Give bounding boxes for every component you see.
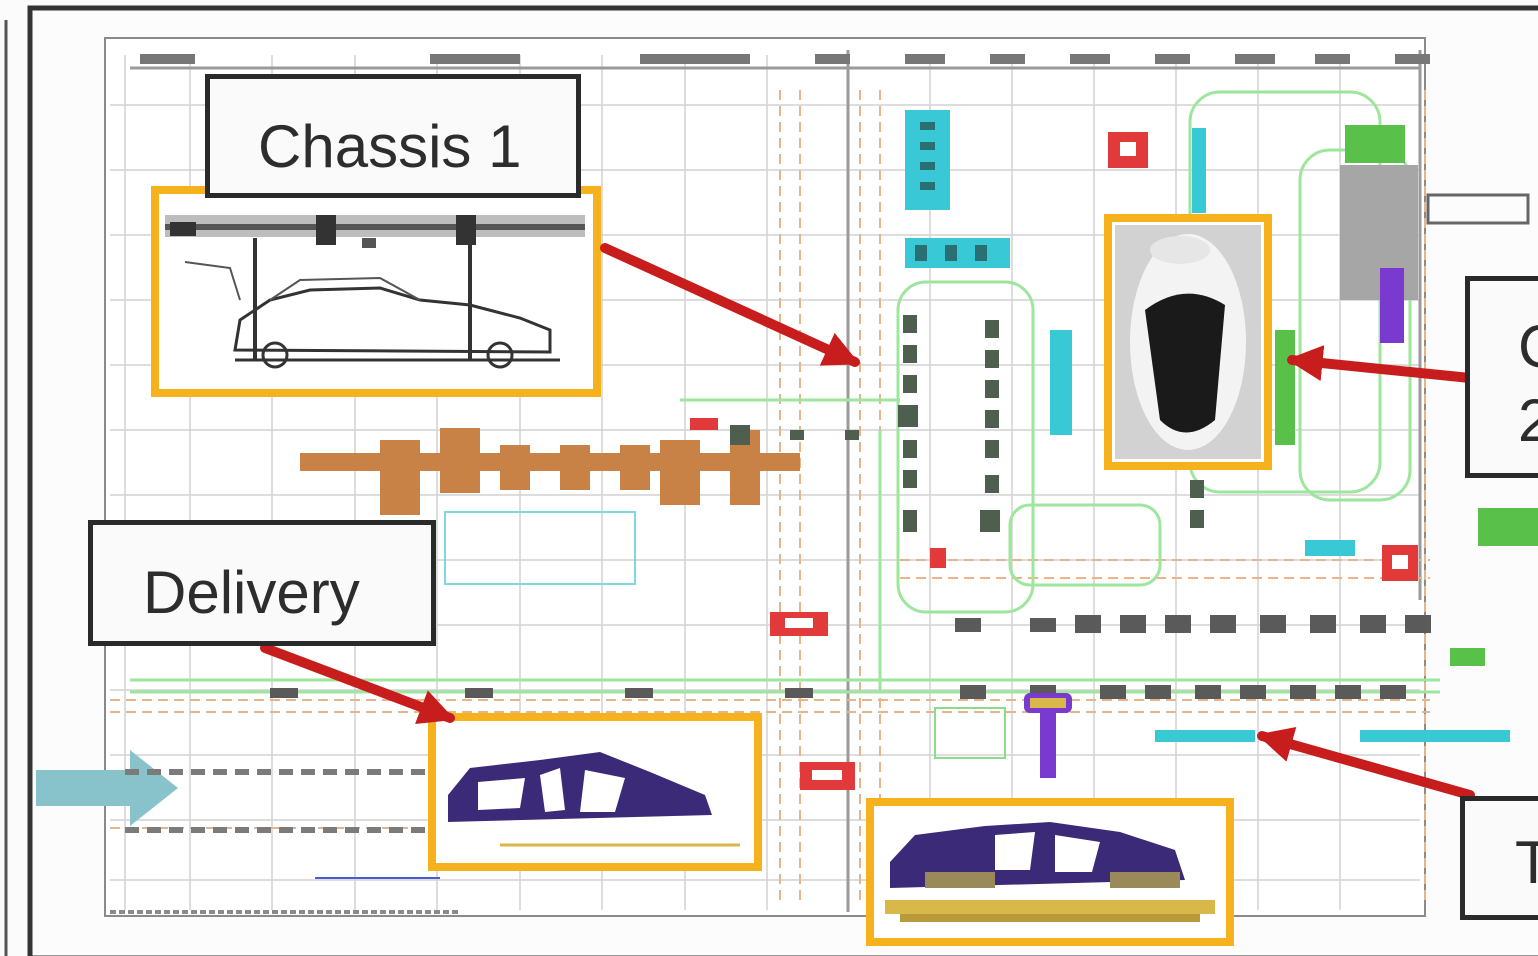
inflow-arrow-icon — [36, 750, 178, 826]
cyan-outline-area — [444, 511, 636, 585]
delivery-label-text: Delivery — [143, 559, 360, 626]
column-tick-marks — [140, 54, 1430, 64]
vehicle-on-hanger-sketch-icon — [165, 215, 585, 369]
cyan-equipment-detail — [915, 122, 987, 261]
purple-equipment — [1380, 268, 1404, 343]
inflow-conveyor — [125, 769, 430, 833]
chassis1-label: Chassis 1 — [205, 74, 581, 198]
station-markers-row-2 — [270, 685, 1406, 699]
green-outline-area — [934, 707, 1006, 759]
chassis2-label-line2: 2 — [1518, 391, 1538, 451]
arrow-trim — [1256, 727, 1475, 800]
right-rack — [1426, 193, 1530, 225]
trim-label-text: T — [1515, 833, 1538, 893]
station-markers-row-1 — [955, 615, 1431, 633]
arrow-chassis1 — [600, 243, 860, 367]
arrow-delivery — [260, 643, 456, 725]
lift-detail — [1030, 698, 1066, 708]
trim-label: T — [1460, 796, 1538, 920]
vehicle-top-view-icon — [1130, 234, 1246, 450]
chassis1-label-text: Chassis 1 — [258, 113, 522, 180]
vertical-stations — [730, 315, 1204, 532]
vehicle-body-in-white-icon — [448, 752, 740, 847]
chassis2-label: C 2 — [1465, 276, 1538, 478]
arrow-chassis2 — [1286, 345, 1475, 383]
vehicle-body-on-skid-icon — [885, 822, 1215, 922]
chassis2-label-line1: C — [1518, 317, 1538, 377]
orange-dashed-routes — [110, 90, 1430, 905]
delivery-label: Delivery — [88, 520, 436, 646]
grey-equipment-block — [1340, 165, 1418, 300]
callout-arrows — [260, 243, 1475, 800]
red-marker-detail — [785, 142, 1408, 780]
